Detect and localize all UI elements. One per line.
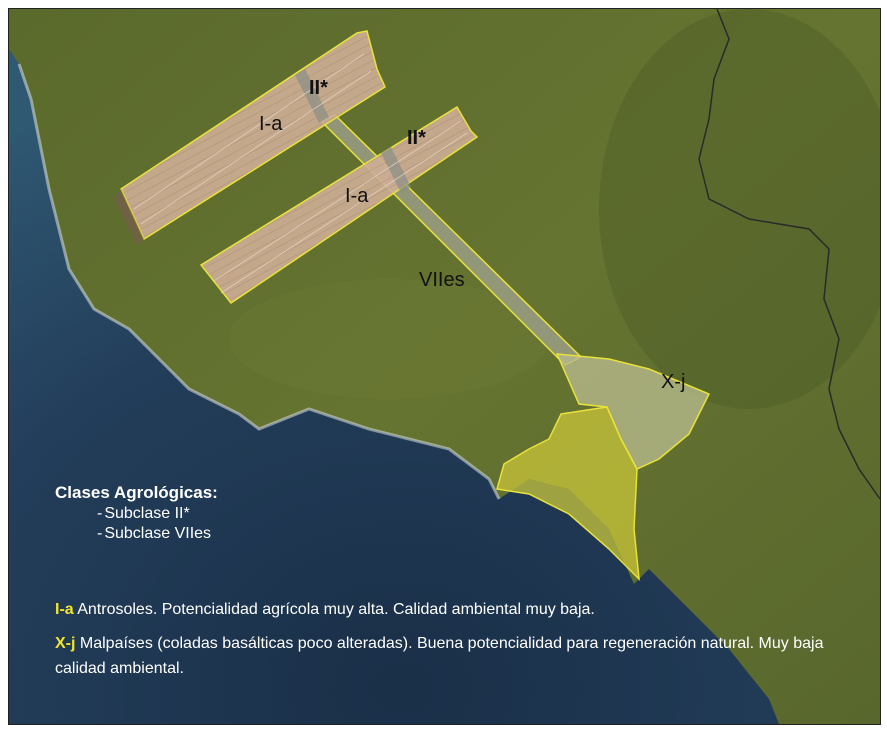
field-tracks: [133, 53, 468, 294]
zone-label-ia-south: I-a: [345, 185, 369, 207]
legend-item-subclase-ii: -Subclase II*: [97, 505, 190, 523]
boundary-line: [698, 9, 880, 500]
legend-dash: -: [97, 505, 103, 522]
zone-label-xj: X-j: [661, 371, 686, 393]
zone-label-ii-star-south: II*: [407, 127, 426, 149]
legend-item-label: Subclase II*: [104, 505, 190, 522]
description-code: X-j: [55, 635, 76, 652]
description-code: I-a: [55, 601, 74, 618]
zone-label-ia-north: I-a: [259, 113, 283, 135]
legend-title: Clases Agrológicas:: [55, 483, 218, 502]
terrain-shade: [599, 9, 880, 409]
description-ia: I-a Antrosoles. Potencialidad agrícola m…: [55, 597, 855, 622]
terrain-shade: [229, 279, 549, 399]
legend-item-subclase-viies: -Subclase VIIes: [97, 525, 211, 543]
description-text: Malpaíses (coladas basálticas poco alter…: [55, 635, 824, 677]
zone-label-ii-star-north: II*: [309, 77, 328, 99]
description-text: Antrosoles. Potencialidad agrícola muy a…: [73, 601, 595, 618]
zone-label-viies: VIIes: [419, 269, 465, 291]
satellite-map: [9, 9, 880, 724]
field-north-dark-strip: [114, 189, 144, 245]
field-south-divider: [381, 147, 411, 193]
legend-dash: -: [97, 525, 103, 542]
map-frame: II* II* I-a I-a VIIes X-j Clases Agrológ…: [8, 8, 881, 725]
land-mass: [9, 9, 880, 724]
field-north-divider: [295, 69, 329, 123]
description-xj: X-j Malpaíses (coladas basálticas poco a…: [55, 631, 855, 681]
coast-surf: [17, 63, 501, 500]
xj-zone: [555, 353, 711, 470]
legend-item-label: Subclase VIIes: [104, 525, 212, 542]
field-south: [199, 105, 479, 305]
